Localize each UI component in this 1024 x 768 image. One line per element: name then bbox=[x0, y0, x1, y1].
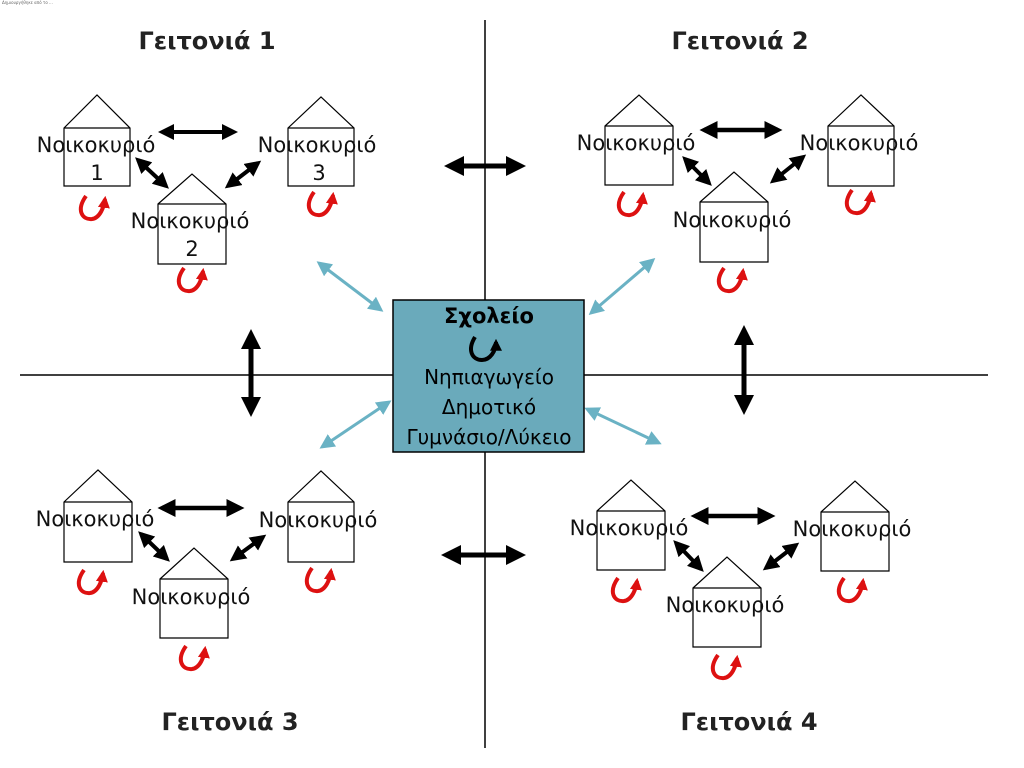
self-interaction-icon bbox=[616, 190, 648, 218]
school-link-arrow bbox=[588, 258, 656, 315]
household-label: Νοικοκυριό bbox=[259, 508, 378, 532]
household-label: Νοικοκυριό bbox=[37, 133, 156, 157]
interaction-arrow bbox=[762, 542, 800, 571]
self-interaction-icon bbox=[306, 190, 338, 218]
self-interaction-icon bbox=[610, 576, 642, 604]
neighborhood-1: Νοικοκυριό 1 Νοικοκυριό 3 Νοικοκυριό 2 bbox=[37, 94, 377, 294]
household-number: 1 bbox=[90, 161, 103, 185]
self-interaction-icon bbox=[710, 653, 742, 681]
neighborhood-4: Νοικοκυριό Νοικοκυριό Νοικοκυριό bbox=[570, 479, 912, 681]
neighborhood-3-title: Γειτονιά 3 bbox=[161, 708, 298, 736]
household-label: Νοικοκυριό bbox=[666, 593, 785, 617]
household-label: Νοικοκυριό bbox=[577, 131, 696, 155]
house-icon bbox=[287, 470, 355, 563]
interaction-arrow bbox=[229, 534, 267, 562]
self-interaction-icon bbox=[716, 266, 748, 294]
corner-caption: Δημιουργήθηκε από το ... bbox=[2, 0, 53, 5]
interaction-arrow bbox=[138, 531, 170, 562]
self-interaction-icon bbox=[304, 566, 336, 594]
household-label: Νοικοκυριό bbox=[131, 209, 250, 233]
neighborhood-4-title: Γειτονιά 4 bbox=[680, 708, 817, 736]
self-interaction-icon bbox=[176, 266, 208, 294]
house-icon bbox=[692, 556, 762, 648]
neighborhood-2-title: Γειτονιά 2 bbox=[671, 27, 808, 55]
school: Σχολείο Νηπιαγωγείο Δημοτικό Γυμνάσιο/Λύ… bbox=[392, 299, 585, 453]
household-label: Νοικοκυριό bbox=[570, 516, 689, 540]
household-label: Νοικοκυριό bbox=[673, 208, 792, 232]
school-link-arrow bbox=[316, 261, 384, 312]
self-interaction-icon bbox=[76, 568, 108, 596]
interaction-arrow bbox=[682, 156, 712, 186]
self-interaction-icon bbox=[78, 194, 110, 222]
school-box bbox=[392, 299, 585, 453]
interaction-arrow bbox=[673, 540, 704, 572]
household-label: Νοικοκυριό bbox=[793, 517, 912, 541]
house-icon bbox=[157, 173, 227, 265]
school-level: Νηπιαγωγείο bbox=[424, 365, 554, 389]
household-label: Νοικοκυριό bbox=[258, 133, 377, 157]
school-title: Σχολείο bbox=[444, 304, 534, 328]
school-link-arrow bbox=[584, 407, 662, 445]
house-icon bbox=[63, 469, 133, 563]
self-interaction-icon bbox=[836, 576, 868, 604]
household-number: 2 bbox=[185, 237, 198, 261]
house-icon bbox=[596, 479, 666, 571]
school-link-arrow bbox=[319, 400, 392, 449]
self-interaction-icon bbox=[844, 188, 876, 216]
interaction-arrow bbox=[135, 157, 169, 189]
household-label: Νοικοκυριό bbox=[800, 131, 919, 155]
school-level: Δημοτικό bbox=[442, 395, 536, 419]
interaction-arrow bbox=[224, 160, 262, 189]
household-label: Νοικοκυριό bbox=[36, 507, 155, 531]
house-icon bbox=[699, 171, 769, 263]
house-icon bbox=[604, 94, 674, 186]
house-icon bbox=[827, 94, 895, 187]
neighborhood-3: Νοικοκυριό Νοικοκυριό Νοικοκυριό bbox=[36, 469, 378, 672]
neighborhood-2: Νοικοκυριό Νοικοκυριό Νοικοκυριό bbox=[577, 94, 919, 294]
house-icon bbox=[287, 96, 355, 187]
school-level: Γυμνάσιο/Λύκειο bbox=[406, 425, 571, 449]
household-number: 3 bbox=[312, 161, 325, 185]
school-self-interaction-icon bbox=[469, 335, 502, 363]
house-icon bbox=[820, 480, 890, 572]
house-icon bbox=[159, 547, 229, 639]
house-icon bbox=[63, 94, 131, 187]
interaction-arrow bbox=[769, 154, 807, 184]
household-label: Νοικοκυριό bbox=[132, 585, 251, 609]
neighborhood-1-title: Γειτονιά 1 bbox=[138, 27, 275, 55]
self-interaction-icon bbox=[178, 644, 210, 672]
